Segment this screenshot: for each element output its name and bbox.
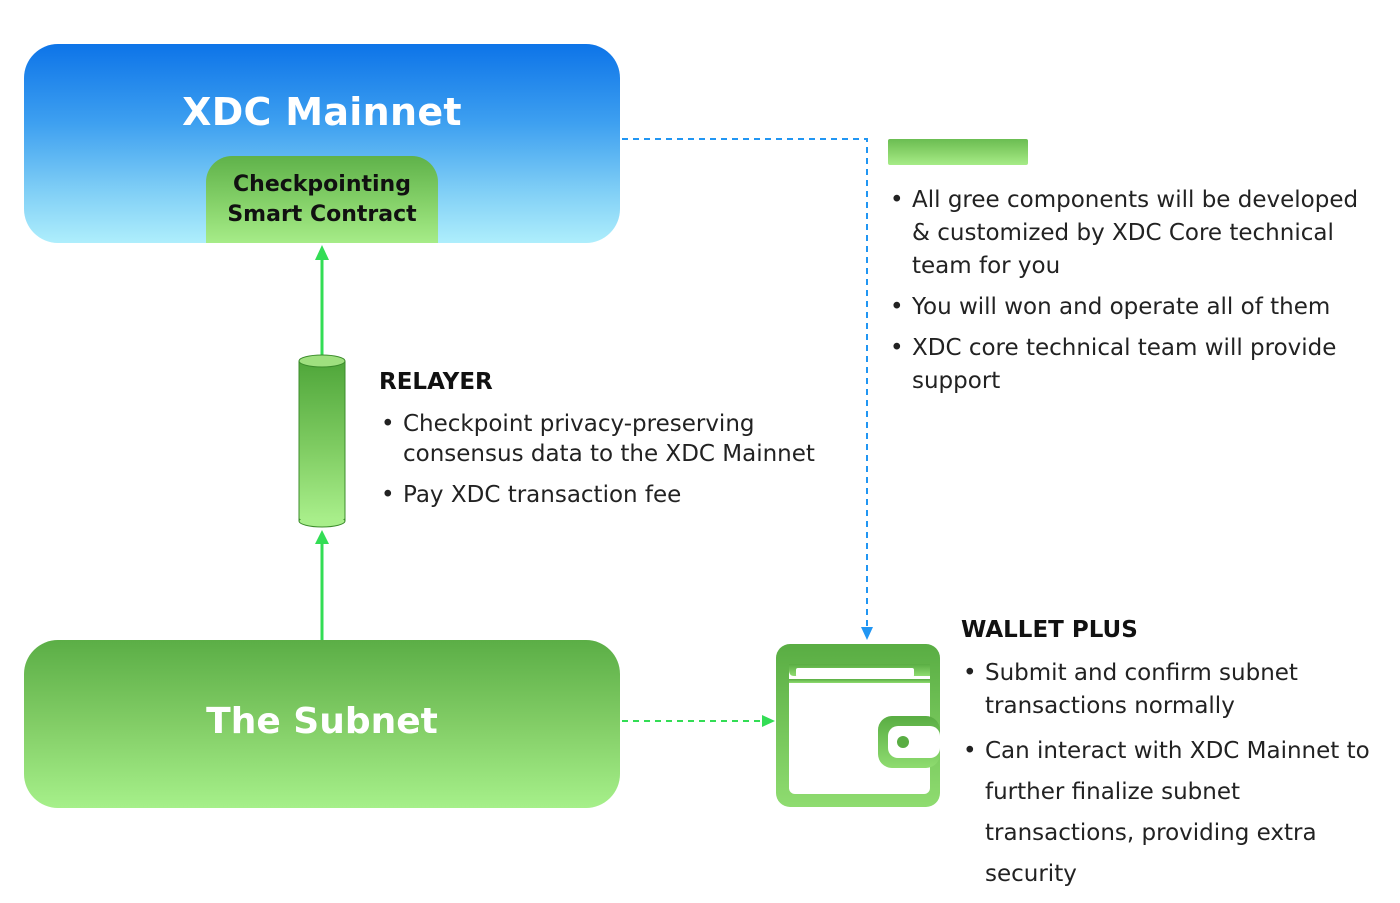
wallet-icon	[776, 644, 940, 807]
relayer-item-text: Checkpoint privacy-preserving consensus …	[403, 411, 815, 467]
bullet-icon: •	[890, 187, 904, 213]
dashed-mainnet-to-wallet	[622, 138, 873, 640]
wallet-heading: WALLET PLUS	[961, 617, 1138, 643]
legend-list: • All gree components will be developed &…	[888, 184, 1368, 406]
checkpointing-contract-label: Checkpointing Smart Contract	[206, 170, 438, 230]
wallet-list: • Submit and confirm subnet transactions …	[961, 657, 1391, 903]
legend-swatch	[888, 139, 1028, 165]
bullet-icon: •	[890, 294, 904, 320]
list-item: • All gree components will be developed &…	[888, 184, 1368, 283]
checkpointing-contract-box	[206, 156, 438, 243]
list-item: • You will won and operate all of them	[888, 291, 1368, 324]
relayer-heading: RELAYER	[379, 369, 493, 395]
subnet-title: The Subnet	[206, 701, 438, 742]
legend-item-text: You will won and operate all of them	[912, 294, 1331, 320]
arrow-relayer-to-mainnet	[315, 245, 329, 357]
bullet-icon: •	[890, 335, 904, 361]
list-item: • XDC core technical team will provide su…	[888, 332, 1368, 398]
list-item: • Submit and confirm subnet transactions …	[961, 657, 1391, 723]
mainnet-title: XDC Mainnet	[182, 90, 462, 134]
list-item: • Checkpoint privacy-preserving consensus…	[379, 409, 839, 469]
bullet-icon: •	[963, 738, 977, 764]
bullet-icon: •	[381, 482, 395, 508]
checkpointing-contract-line1: Checkpointing	[233, 172, 411, 197]
checkpointing-contract-line2: Smart Contract	[227, 202, 417, 227]
wallet-item-text: Can interact with XDC Mainnet to further…	[985, 738, 1370, 887]
relayer-list: • Checkpoint privacy-preserving consensus…	[379, 409, 839, 521]
arrow-subnet-to-relayer	[315, 530, 329, 640]
dashed-subnet-to-wallet	[622, 715, 775, 727]
wallet-item-text: Submit and confirm subnet transactions n…	[985, 660, 1298, 719]
list-item: • Can interact with XDC Mainnet to furthe…	[961, 731, 1391, 895]
bullet-icon: •	[381, 411, 395, 437]
relayer-item-text: Pay XDC transaction fee	[403, 482, 682, 508]
subnet-box	[24, 640, 620, 808]
list-item: • Pay XDC transaction fee	[379, 480, 839, 510]
legend-item-text: XDC core technical team will provide sup…	[912, 335, 1337, 394]
bullet-icon: •	[963, 660, 977, 686]
legend-item-text: All gree components will be developed & …	[912, 187, 1359, 279]
cylinder-icon	[298, 354, 346, 528]
